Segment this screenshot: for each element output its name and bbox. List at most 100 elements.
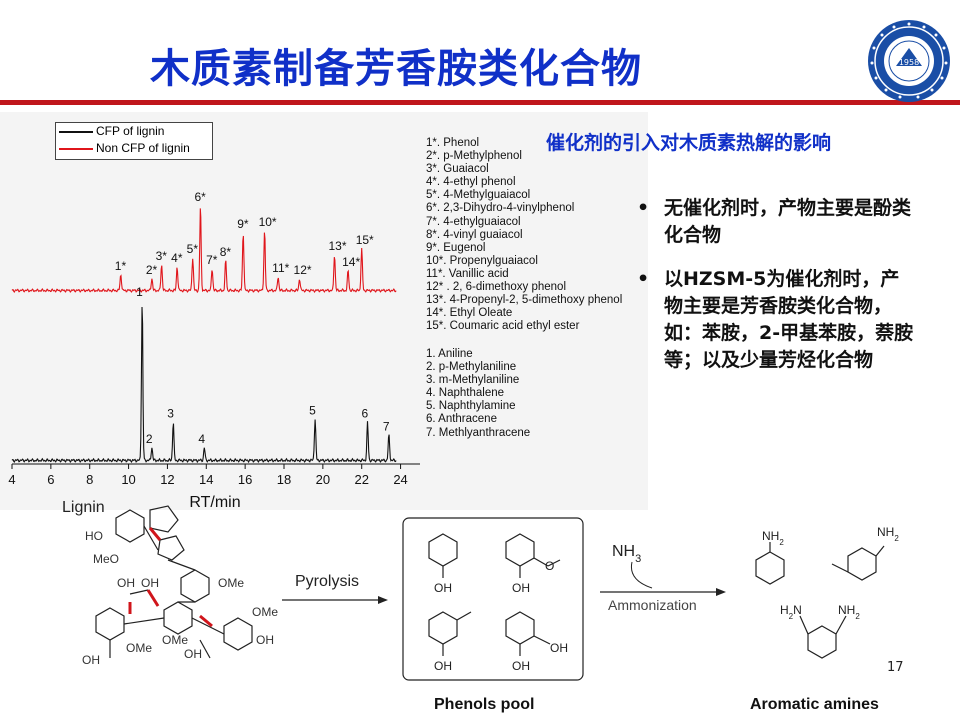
bullet-text: 无催化剂时，产物主要是酚类化合物	[664, 197, 912, 246]
series-line-non-cfp	[11, 208, 397, 294]
phenol-oh-label-2: OH	[512, 581, 530, 595]
non-cfp-peak-label: 10*	[259, 215, 277, 229]
slide-title: 木质素制备芳香胺类化合物	[150, 46, 642, 92]
phenol-peak-list-item: 1*. Phenol	[426, 137, 480, 149]
phenol-oh-label-3: OH	[434, 659, 452, 673]
non-cfp-peak-label: 9*	[237, 217, 249, 231]
ammonization-label: Ammonization	[608, 597, 697, 613]
phenol-oh-label-5: OH	[550, 641, 568, 655]
nh3-label: NH3	[612, 543, 641, 565]
lignin-ho-label: HO	[85, 529, 103, 543]
pyrolysis-arrowhead-icon	[378, 596, 388, 604]
legend-entry-cfp: CFP of lignin	[56, 123, 212, 140]
non-cfp-peak-label: 15*	[356, 233, 374, 247]
amine-nh2-label-2: NH2	[877, 525, 899, 543]
non-cfp-peak-label: 7*	[206, 253, 218, 267]
x-tick-label: 10	[121, 472, 135, 487]
chromatogram-panel	[0, 112, 648, 510]
legend-entry-non-cfp: Non CFP of lignin	[56, 140, 212, 157]
phenol-peak-list-item: 7*. 4-ethylguaiacol	[426, 215, 521, 228]
phenol-peak-list-item: 6*. 2,3-Dihydro-4-vinylphenol	[426, 202, 575, 215]
x-tick-label: 16	[238, 472, 252, 487]
lignin-oh-label-5: OH	[82, 653, 100, 667]
lignin-linkage-highlight	[128, 527, 213, 628]
phenol-peak-list-item: 4*. 4-ethyl phenol	[426, 176, 516, 189]
lignin-ome-label-1: OMe	[218, 576, 244, 590]
non-cfp-peak-label: 4*	[171, 251, 183, 265]
phenol-peak-list-item: 12* . 2, 6-dimethoxy phenol	[426, 281, 567, 294]
nh3-curve-arrow-icon	[630, 561, 653, 589]
legend-swatch-non-cfp	[59, 148, 93, 150]
amine-nh2-label-3: NH2	[838, 603, 860, 621]
phenol-oh-label-1: OH	[434, 581, 452, 595]
non-cfp-peak-label: 8*	[220, 245, 232, 259]
lignin-meo-label: MeO	[93, 552, 119, 566]
x-tick-label: 14	[199, 472, 213, 487]
x-tick-label: 4	[8, 472, 15, 487]
non-cfp-peak-label: 14*	[342, 255, 360, 269]
non-cfp-peak-label: 13*	[329, 239, 347, 253]
ammonization-arrowhead-icon	[716, 588, 726, 596]
cfp-peak-label: 1	[136, 285, 143, 299]
lignin-structure-icon	[95, 505, 253, 659]
aromatic-amines-caption: Aromatic amines	[750, 696, 879, 713]
lignin-ome-label-4: OMe	[162, 633, 188, 647]
cfp-peak-label: 4	[198, 432, 205, 446]
amine-peak-list-item: 1. Aniline	[426, 348, 473, 360]
x-tick-label: 24	[393, 472, 407, 487]
amine-h2n-label: H2N	[780, 603, 802, 621]
phenol-peak-list-item: 5*. 4-Methylguaiacol	[426, 189, 531, 202]
amine-nh2-label-1: NH2	[762, 529, 784, 547]
phenol-peak-list-item: 15*. Coumaric acid ethyl ester	[426, 320, 580, 333]
amine-peak-list-item: 4. Naphthalene	[426, 387, 505, 400]
lignin-oh-label-4: OH	[184, 647, 202, 661]
chart-legend: CFP of lignin Non CFP of lignin	[55, 122, 213, 160]
phenol-peak-list-item: 3*. Guaiacol	[426, 163, 489, 176]
page-number: 17	[887, 660, 904, 675]
phenols-pool-caption: Phenols pool	[434, 696, 535, 713]
non-cfp-peak-label: 6*	[194, 190, 206, 204]
x-tick-label: 8	[86, 472, 93, 487]
title-divider	[0, 100, 960, 105]
phenol-peak-list-item: 13*. 4-Propenyl-2, 5-dimethoxy phenol	[426, 294, 623, 307]
bullet-dot-icon: •	[637, 268, 650, 290]
amine-peak-list-item: 6. Anthracene	[426, 413, 497, 426]
amine-peak-list-item: 2. p-Methylaniline	[426, 361, 517, 374]
non-cfp-peak-label: 11*	[272, 261, 289, 275]
cfp-peak-label: 5	[309, 403, 316, 417]
bullet-text: 以HZSM-5为催化剂时，产物主要是芳香胺类化合物，如：苯胺，2-甲基苯胺，萘胺…	[664, 268, 914, 371]
bullet-dot-icon: •	[637, 197, 650, 219]
amine-structures-icon	[755, 542, 885, 659]
lignin-ome-label-2: OMe	[252, 605, 278, 619]
lignin-ome-label-3: OMe	[126, 641, 152, 655]
lignin-oh-label-1: OH	[117, 576, 135, 590]
phenol-peak-list-item: 11*. Vanillic acid	[426, 267, 509, 280]
reaction-scheme: Lignin HO MeO OMe OH OH OMe OMe OMe OH O…	[62, 499, 899, 681]
legend-swatch-cfp	[59, 131, 93, 133]
x-tick-label: 12	[160, 472, 174, 487]
university-seal-icon: 1958	[868, 20, 950, 102]
x-tick-label: 20	[316, 472, 330, 487]
cfp-peak-label: 3	[167, 407, 174, 421]
x-tick-label: 6	[47, 472, 54, 487]
phenol-peak-list-item: 10*. Propenylguaiacol	[426, 254, 538, 267]
phenol-oh-label-4: OH	[512, 659, 530, 673]
non-cfp-peak-label: 2*	[146, 263, 158, 277]
x-tick-label: 18	[277, 472, 291, 487]
bullet-no-catalyst: • 无催化剂时，产物主要是酚类化合物	[637, 195, 914, 249]
amine-peak-list-item: 3. m-Methylaniline	[426, 374, 520, 387]
pyrolysis-label: Pyrolysis	[295, 573, 359, 590]
phenol-peak-list-item: 8*. 4-vinyl guaiacol	[426, 228, 523, 241]
seal-year: 1958	[899, 58, 919, 67]
amine-peak-list-item: 7. Methlyanthracene	[426, 426, 531, 439]
non-cfp-peak-label: 5*	[187, 242, 199, 256]
lignin-oh-label-2: OH	[141, 576, 159, 590]
x-axis-label: RT/min	[189, 494, 240, 511]
section-subheading: 催化剂的引入对木质素热解的影响	[546, 132, 832, 154]
cfp-peak-label: 6	[362, 407, 369, 421]
lignin-oh-label-3: OH	[256, 633, 274, 647]
series-line-cfp	[11, 306, 397, 464]
phenol-o-label: O	[545, 559, 554, 573]
